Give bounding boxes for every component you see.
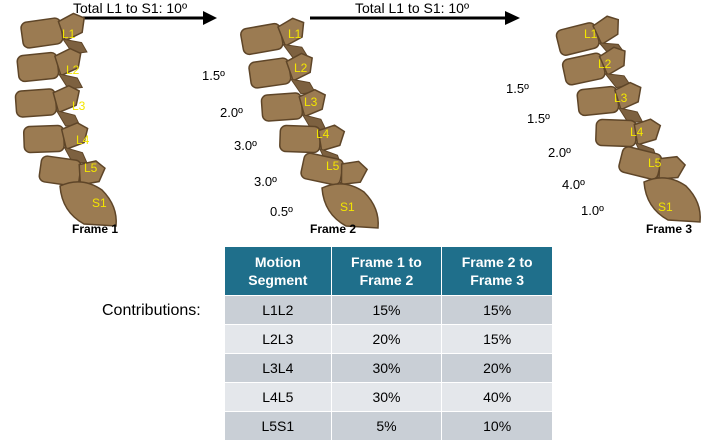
vertebra-l1 (20, 12, 88, 55)
vertebra-l1 (555, 15, 626, 58)
cell-f2f3: 20% (441, 353, 553, 383)
vertebra-l1 (240, 17, 309, 60)
vertebra-l2 (561, 46, 631, 89)
vertebra-label-l2: L2 (66, 63, 80, 77)
frame-2-caption: Frame 2 (310, 222, 357, 236)
vertebra-label-s1: S1 (340, 200, 355, 214)
vertebra-label-l1: L1 (584, 27, 598, 41)
angle-frame3-l1l2: 1.5º (506, 81, 529, 96)
header-frame2-to-frame3: Frame 2 to Frame 3 (441, 246, 553, 296)
vertebra-label-l3: L3 (72, 99, 86, 113)
arrows-layer (70, 11, 520, 25)
vertebra-l3 (260, 88, 327, 131)
vertebra-label-l4: L4 (76, 133, 90, 147)
vertebra-label-l4: L4 (630, 125, 644, 139)
cell-segment: L5S1 (224, 411, 332, 441)
vertebra-label-l3: L3 (614, 91, 628, 105)
angle-frame3-l2l3: 1.5º (527, 111, 550, 126)
angle-frame3-l3l4: 2.0º (548, 145, 571, 160)
angle-frame3-l4l5: 4.0º (562, 177, 585, 192)
vertebra-l3 (14, 84, 81, 127)
cell-f2f3: 15% (441, 295, 553, 325)
cell-segment: L1L2 (224, 295, 332, 325)
vertebra-label-s1: S1 (92, 196, 107, 210)
vertebra-l2 (16, 47, 84, 90)
cell-segment: L4L5 (224, 382, 332, 412)
arrow-frame2-to-frame3 (310, 11, 520, 25)
vertebra-label-l2: L2 (294, 61, 308, 75)
vertebra-label-l5: L5 (84, 161, 98, 175)
vertebra-label-l3: L3 (304, 95, 318, 109)
arrow-frame1-to-frame2 (70, 11, 217, 25)
cell-f1f2: 5% (330, 411, 443, 441)
vertebra-label-l4: L4 (316, 127, 330, 141)
angle-frame2-l3l4: 3.0º (234, 138, 257, 153)
vertebra-label-l1: L1 (62, 27, 76, 41)
angle-frame2-l1l2: 1.5º (202, 68, 225, 83)
table-row: L3L4 30% 20% (224, 353, 553, 383)
cell-f2f3: 15% (441, 324, 553, 354)
angle-frame2-l2l3: 2.0º (220, 105, 243, 120)
vertebra-l4 (279, 124, 346, 166)
motion-segment-table: Motion Segment Frame 1 to Frame 2 Frame … (224, 246, 553, 441)
cell-f2f3: 40% (441, 382, 553, 412)
header-motion-segment: Motion Segment (224, 246, 332, 296)
arrow-label-right: Total L1 to S1: 10º (355, 0, 470, 16)
contributions-label: Contributions: (102, 302, 201, 319)
vertebra-label-l5: L5 (326, 159, 340, 173)
table-row: L2L3 20% 15% (224, 324, 553, 354)
vertebra-l3 (576, 81, 644, 124)
arrow-label-left: Total L1 to S1: 10º (73, 0, 188, 16)
vertebra-l2 (248, 52, 316, 95)
table-header-row: Motion Segment Frame 1 to Frame 2 Frame … (224, 246, 553, 296)
table-row: L4L5 30% 40% (224, 382, 553, 412)
cell-f1f2: 15% (330, 295, 443, 325)
angle-frame3-l5s1: 1.0º (581, 203, 604, 218)
table-row: L1L2 15% 15% (224, 295, 553, 325)
vertebra-label-l5: L5 (648, 156, 662, 170)
vertebra-label-l1: L1 (288, 27, 302, 41)
cell-f1f2: 20% (330, 324, 443, 354)
frame-3-caption: Frame 3 (646, 222, 693, 236)
angle-frame2-l5s1: 0.5º (270, 204, 293, 219)
sacrum (59, 181, 117, 227)
sacrum (643, 177, 701, 223)
cell-segment: L2L3 (224, 324, 332, 354)
cell-f1f2: 30% (330, 382, 443, 412)
cell-segment: L3L4 (224, 353, 332, 383)
header-frame1-to-frame2: Frame 1 to Frame 2 (330, 246, 443, 296)
sacrum (321, 183, 379, 229)
cell-f1f2: 30% (330, 353, 443, 383)
cell-f2f3: 10% (441, 411, 553, 441)
table-row: L5S1 5% 10% (224, 411, 553, 441)
vertebra-label-s1: S1 (658, 200, 673, 214)
frame-1-caption: Frame 1 (72, 222, 119, 236)
vertebra-label-l2: L2 (598, 57, 612, 71)
angle-frame2-l4l5: 3.0º (254, 174, 277, 189)
